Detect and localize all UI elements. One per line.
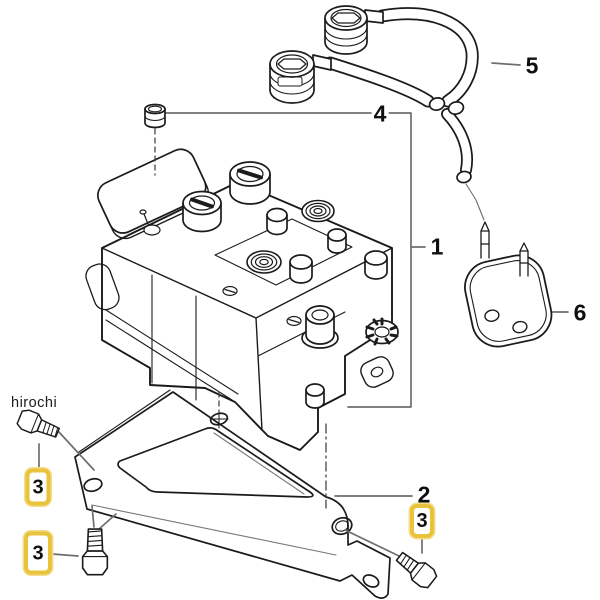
hose-fitting <box>324 5 384 55</box>
leader-4-1 <box>165 112 412 408</box>
port-tower <box>301 305 339 349</box>
hose-fitting <box>269 50 332 104</box>
solenoid-cap <box>182 190 222 233</box>
pad-stud <box>480 221 490 259</box>
bracket-hole-left <box>83 477 103 493</box>
leader-5 <box>491 62 521 66</box>
leader-lug-bolt3 <box>344 529 400 557</box>
bleeder-valve <box>139 209 161 236</box>
valve-boss <box>327 228 347 254</box>
bracket-foot-hole <box>362 574 380 588</box>
valve-boss <box>266 207 288 236</box>
callout-3-label: 3 <box>416 510 428 532</box>
callout-3-highlight-left: 3 <box>25 468 51 506</box>
hose-assembly <box>269 5 479 184</box>
leader-bracket-bolt2 <box>91 505 117 530</box>
callout-5: 5 <box>523 52 541 79</box>
assembly-axis-lines <box>154 128 327 509</box>
valve-boss <box>364 250 388 280</box>
threaded-port <box>246 250 282 274</box>
callout-2: 2 <box>415 481 433 508</box>
leader-bolt1-bracket <box>57 430 95 471</box>
bolt-right <box>395 551 438 589</box>
hose-connector-rings <box>428 97 472 184</box>
knurled-knob <box>365 317 399 346</box>
unit-lug <box>360 356 394 388</box>
bracket-hole-top <box>209 409 229 429</box>
callout-3-label: 3 <box>32 542 44 564</box>
leader-3-bottom <box>51 553 79 557</box>
bracket-lug-hole <box>331 516 353 536</box>
callout-3-highlight-right: 3 <box>410 504 434 538</box>
bushing-cap <box>144 103 166 129</box>
callout-4: 4 <box>371 100 389 127</box>
bolt-bottom <box>81 528 109 576</box>
valve-boss <box>289 254 313 284</box>
pad-stud <box>519 242 529 277</box>
callout-3-label: 3 <box>32 476 44 498</box>
threaded-port <box>301 199 335 223</box>
mounting-pad <box>464 221 553 348</box>
callout-1: 1 <box>428 233 446 260</box>
watermark: hirochi <box>11 395 58 411</box>
solenoid-cap <box>229 161 271 205</box>
callout-6: 6 <box>571 299 589 326</box>
connector-box <box>97 148 209 240</box>
leader-hose-stud <box>465 183 485 221</box>
screw-head <box>222 285 302 327</box>
bolt-left <box>16 409 61 438</box>
callout-3-highlight-bottom: 3 <box>24 531 52 575</box>
hydraulic-unit <box>85 148 399 451</box>
damper-foot <box>305 383 325 409</box>
mounting-bracket <box>74 389 391 599</box>
